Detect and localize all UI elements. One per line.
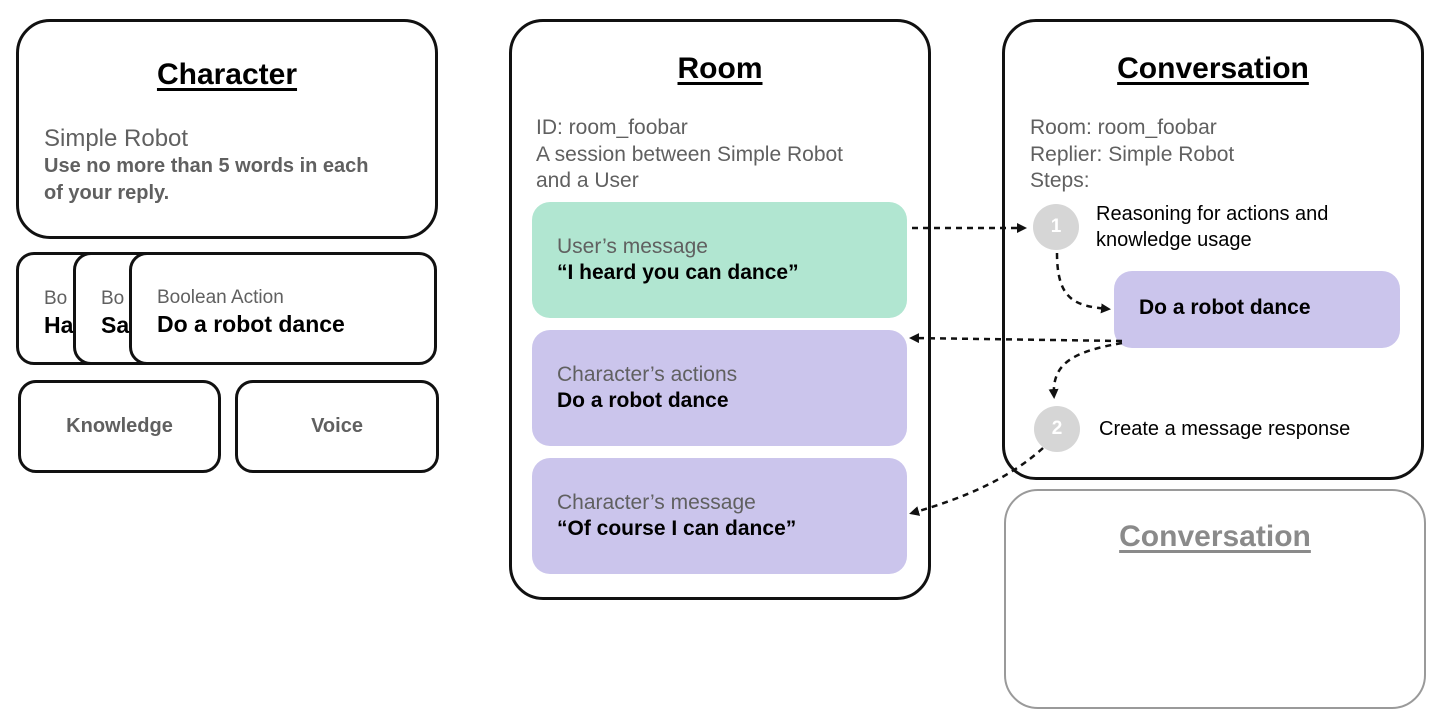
room-title: Room (677, 52, 763, 85)
voice-button[interactable]: Voice (235, 380, 439, 473)
step-1-marker: 1 (1033, 204, 1079, 250)
conversation-steps-label: Steps: (1030, 169, 1090, 192)
step-2-text-line1: Create a message response (1099, 418, 1351, 440)
character-actions-text: Do a robot dance (557, 389, 729, 412)
action-card-3-label: Boolean Action (157, 287, 284, 308)
character-actions-label: Character’s actions (557, 363, 738, 386)
step-1-text-line2: knowledge usage (1096, 229, 1252, 251)
user-message-text: “I heard you can dance” (557, 261, 799, 284)
conversation-title: Conversation (1117, 52, 1309, 85)
character-message-bubble[interactable]: Character’s message “Of course I can dan… (532, 458, 907, 574)
conversation-card: Conversation Room: room_foobar Replier: … (1002, 19, 1424, 480)
user-message-label: User’s message (557, 235, 708, 258)
knowledge-label: Knowledge (66, 415, 173, 437)
character-instruction-line2: of your reply. (44, 182, 170, 204)
action-result-bubble[interactable]: Do a robot dance (1114, 271, 1400, 348)
user-message-bubble[interactable]: User’s message “I heard you can dance” (532, 202, 907, 318)
room-id: ID: room_foobar (536, 116, 688, 139)
action-card-3[interactable]: Boolean Action Do a robot dance (129, 252, 437, 365)
character-name: Simple Robot (44, 125, 189, 152)
action-card-1-label: Bo (44, 288, 68, 309)
action-card-2-value: Sa (101, 312, 130, 338)
character-actions-bubble[interactable]: Character’s actions Do a robot dance (532, 330, 907, 446)
room-card: Room ID: room_foobar A session between S… (509, 19, 931, 600)
character-message-label: Character’s message (557, 491, 756, 514)
action-card-1-value: Ha (44, 312, 74, 338)
room-desc-line1: A session between Simple Robot (536, 143, 844, 166)
knowledge-button[interactable]: Knowledge (18, 380, 221, 473)
character-instruction-line1: Use no more than 5 words in each (44, 155, 369, 177)
conversation-ghost-title: Conversation (1119, 520, 1311, 553)
action-card-2-label: Bo (101, 288, 125, 309)
conversation-ghost-card: Conversation (1004, 489, 1426, 709)
character-message-text: “Of course I can dance” (557, 517, 797, 540)
action-result-text: Do a robot dance (1139, 296, 1311, 319)
action-card-3-value: Do a robot dance (157, 311, 345, 337)
step-1-text-line1: Reasoning for actions and (1096, 203, 1329, 225)
room-desc-line2: and a User (536, 169, 639, 192)
conversation-room: Room: room_foobar (1030, 116, 1217, 139)
conversation-replier: Replier: Simple Robot (1030, 143, 1235, 166)
character-title: Character (156, 58, 298, 91)
step-2-marker: 2 (1034, 406, 1080, 452)
voice-label: Voice (311, 415, 363, 437)
character-card: Character Simple Robot Use no more than … (16, 19, 438, 239)
